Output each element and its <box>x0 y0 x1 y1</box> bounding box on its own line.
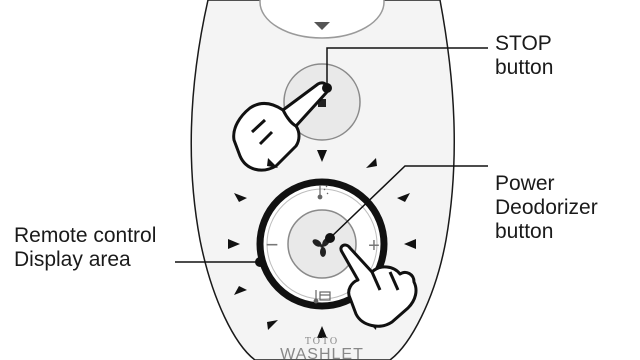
remote-display-label: Remote control Display area <box>14 224 156 272</box>
stop-button-label: STOP button <box>495 32 553 80</box>
power-deodorizer-label: Power Deodorizer button <box>495 172 598 244</box>
remote-label-line2: Display area <box>14 248 156 272</box>
deodorizer-label-line1: Power <box>495 172 598 196</box>
remote-label-line1: Remote control <box>14 224 156 248</box>
plus-label: + <box>368 235 380 257</box>
deodorizer-label-line3: button <box>495 220 598 244</box>
minus-label: − <box>266 232 279 257</box>
product-logo: WASHLET <box>280 346 364 360</box>
deodorizer-label-line2: Deodorizer <box>495 196 598 220</box>
stop-label-line2: button <box>495 56 553 80</box>
stop-label-line1: STOP <box>495 32 553 56</box>
